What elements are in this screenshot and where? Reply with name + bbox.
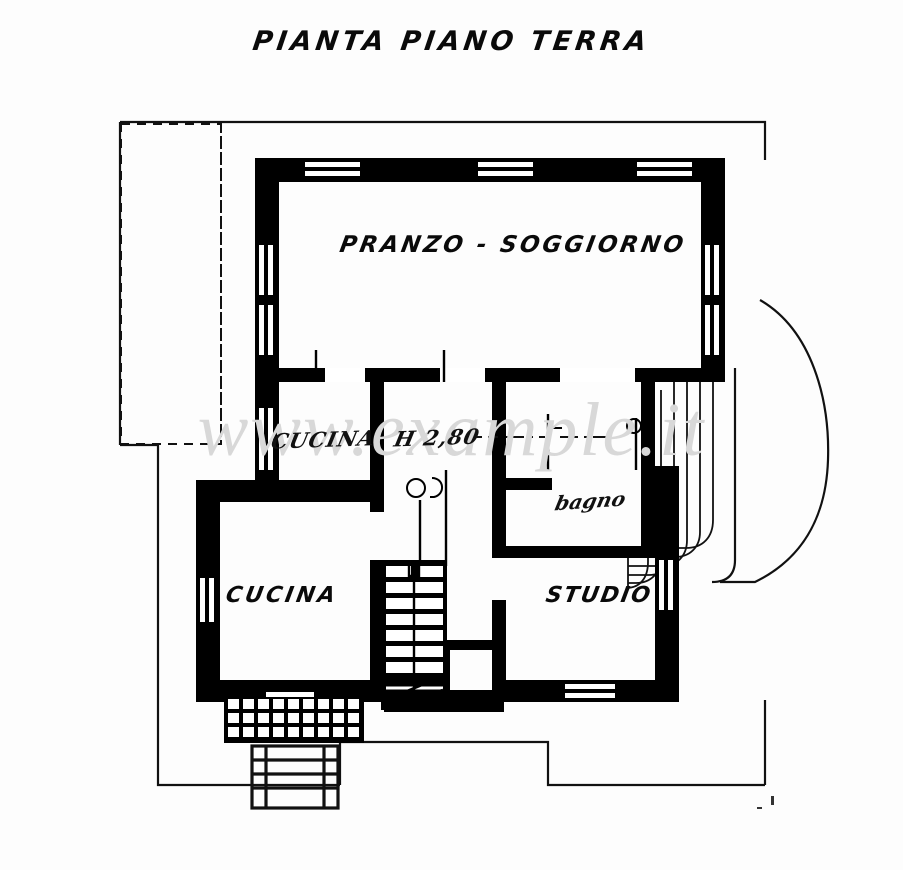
- window-openings-right: [705, 245, 719, 355]
- dashed-projection-outline: [120, 123, 222, 445]
- external-steps: [250, 744, 340, 810]
- plan-title-text: PIANTA PIANO TERRA: [250, 26, 653, 57]
- door-jamb-lines: [314, 350, 638, 566]
- tiled-patio: [224, 692, 364, 743]
- bathroom-fixtures: [406, 418, 642, 498]
- staircase: [381, 560, 447, 712]
- curved-terrace-outline: [711, 299, 830, 584]
- window-openings-top: [305, 162, 692, 176]
- window-opening-studio-bottom: [565, 684, 615, 698]
- window-openings-studio: [659, 560, 673, 610]
- room-label-kitchen-mid: CUCINA: [268, 425, 379, 454]
- interior-partitions: [370, 382, 655, 558]
- room-label-living-dining: PRANZO - SOGGIORNO: [337, 232, 689, 258]
- window-openings-left: [259, 245, 273, 470]
- window-openings-cucina: [200, 578, 214, 622]
- door-openings-mid: [325, 368, 635, 382]
- plan-title: PIANTA PIANO TERRA: [0, 26, 903, 57]
- room-label-study: STUDIO: [543, 583, 655, 608]
- room-label-kitchen: CUCINA: [223, 583, 340, 608]
- annotation-ceiling-height: H 2,80: [391, 423, 483, 452]
- stray-ink-mark: [757, 796, 774, 809]
